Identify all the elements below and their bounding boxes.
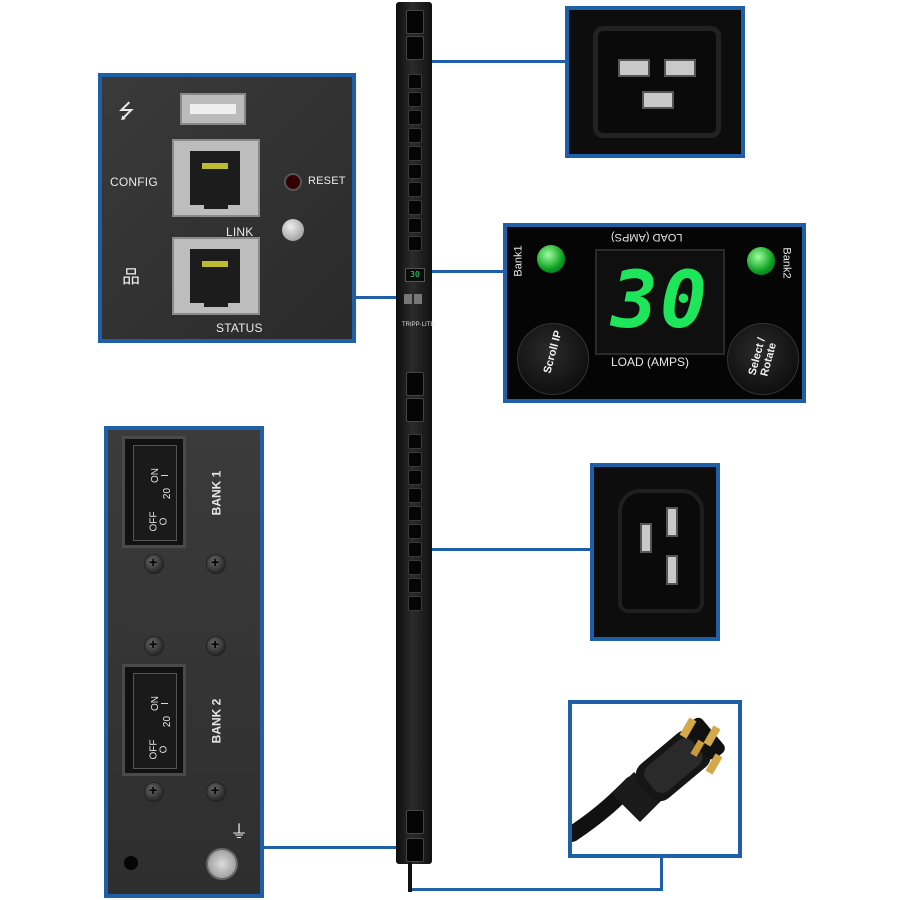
ground-screw <box>206 848 238 880</box>
load-readout: 30 <box>611 256 709 346</box>
outlet-c19 <box>406 810 424 834</box>
c19-slot <box>664 59 696 77</box>
outlet-c13 <box>408 200 422 215</box>
connector-line-c19 <box>432 60 568 63</box>
outlet-c13 <box>408 560 422 575</box>
outlet-c19 <box>406 838 424 862</box>
connector-line-plug-v <box>660 856 663 890</box>
outlet-c13 <box>408 218 422 233</box>
breaker2-rating: 20 <box>162 715 174 728</box>
mounting-hole <box>124 856 138 870</box>
breaker1-on-symbol: I <box>159 474 171 477</box>
outlet-c13 <box>408 596 422 611</box>
select-rotate-button[interactable]: Select / Rotate <box>727 323 799 395</box>
outlet-c19 <box>406 372 424 396</box>
bank1-breaker-label: BANK 1 <box>209 470 224 516</box>
bank2-breaker-label: BANK 2 <box>209 698 224 744</box>
screw-icon <box>144 782 164 802</box>
reset-label: RESET <box>308 175 346 187</box>
screw-icon <box>144 554 164 574</box>
outlet-c13 <box>408 236 422 251</box>
load-label-bottom: LOAD (AMPS) <box>611 355 690 369</box>
network-icon: 品 <box>122 267 141 287</box>
bank2-led <box>747 247 775 275</box>
screw-icon <box>206 554 226 574</box>
c13-ground-slot <box>666 507 678 537</box>
screw-icon <box>206 636 226 656</box>
pdu-mini-display: 30 <box>405 268 425 282</box>
usb-port[interactable] <box>180 93 246 125</box>
network-port[interactable] <box>172 237 260 315</box>
c19-ground-slot <box>642 91 674 109</box>
outlet-c13 <box>408 74 422 89</box>
outlet-c19 <box>406 10 424 34</box>
c13-slot <box>640 523 652 553</box>
link-label: LINK <box>226 225 254 239</box>
display-callout: Bank1 Bank2 LOAD (AMPS) 30 LOAD (AMPS) S… <box>503 223 806 403</box>
outlet-c13 <box>408 146 422 161</box>
outlet-c13 <box>408 470 422 485</box>
outlet-c13 <box>408 92 422 107</box>
outlet-c13 <box>408 182 422 197</box>
bank1-breaker[interactable]: ON I 20 OFF O <box>122 436 186 548</box>
pdu-logo: TRIPP·LITE <box>402 322 435 328</box>
c19-outlet-face <box>593 26 721 138</box>
screw-icon <box>206 782 226 802</box>
bank2-label: Bank2 <box>780 247 793 279</box>
c19-outlet-callout <box>565 6 745 158</box>
outlet-c13 <box>408 488 422 503</box>
c19-slot <box>618 59 650 77</box>
config-port[interactable] <box>172 139 260 217</box>
c13-slot <box>666 555 678 585</box>
outlet-c19 <box>406 36 424 60</box>
link-led <box>282 219 304 241</box>
outlet-c13 <box>408 506 422 521</box>
pdu-strip: 30 TRIPP·LITE <box>396 2 435 864</box>
outlet-c13 <box>408 524 422 539</box>
outlet-c13 <box>408 452 422 467</box>
bank1-label: Bank1 <box>512 245 525 277</box>
scroll-ip-button[interactable]: Scroll IP <box>517 323 589 395</box>
outlet-c13 <box>408 110 422 125</box>
pdu-power-cable <box>408 862 412 892</box>
connector-line-network <box>352 296 398 299</box>
outlet-c13 <box>408 578 422 593</box>
c13-outlet-face <box>618 489 704 613</box>
bank2-breaker[interactable]: ON I 20 OFF O <box>122 664 186 776</box>
usb-icon: ⭍ <box>118 101 135 123</box>
screw-icon <box>144 636 164 656</box>
outlet-c13 <box>408 164 422 179</box>
reset-button[interactable] <box>284 173 302 191</box>
pdu-network-ports <box>404 294 424 306</box>
config-label: CONFIG <box>110 175 158 189</box>
load-label-top: LOAD (AMPS) <box>611 231 683 243</box>
connector-line-plug-h <box>412 888 663 891</box>
outlet-c19 <box>406 398 424 422</box>
breaker1-off-symbol: O <box>158 517 170 526</box>
plug-callout <box>568 700 742 858</box>
twist-lock-plug-icon <box>572 717 725 842</box>
bank1-led <box>537 245 565 273</box>
ground-icon: ⏚ <box>230 822 249 842</box>
network-panel-callout: ⭍ CONFIG RESET LINK 品 STATUS <box>98 73 356 343</box>
seven-segment-window: 30 <box>595 249 725 355</box>
outlet-c13 <box>408 434 422 449</box>
outlet-c13 <box>408 542 422 557</box>
breaker2-on-symbol: I <box>159 702 171 705</box>
connector-line-display <box>432 270 506 273</box>
scroll-ip-label: Scroll IP <box>541 329 565 375</box>
status-label: STATUS <box>216 321 263 335</box>
select-rotate-label: Select / Rotate <box>746 336 780 378</box>
connector-line-breaker <box>262 846 398 849</box>
outlet-c13 <box>408 128 422 143</box>
breaker-panel-callout: ON I 20 OFF O BANK 1 ON I 20 OFF O BANK … <box>104 426 264 898</box>
connector-line-c13 <box>432 548 592 551</box>
c13-outlet-callout <box>590 463 720 641</box>
breaker1-rating: 20 <box>162 487 174 500</box>
breaker2-off-symbol: O <box>158 745 170 754</box>
